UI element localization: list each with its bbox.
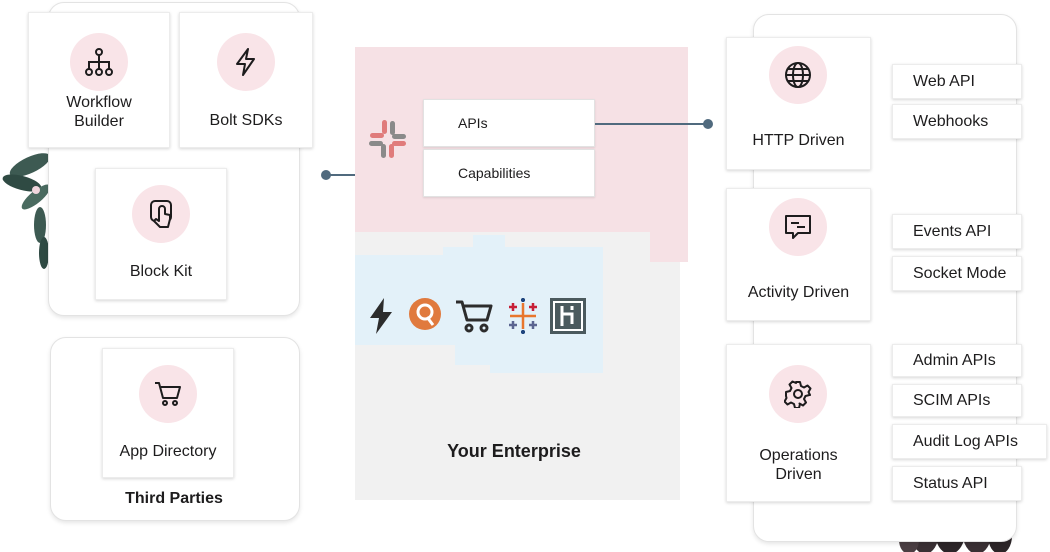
connector-line-right: [595, 123, 707, 125]
globe-icon: [784, 61, 812, 89]
operations-driven-card[interactable]: Operations Driven: [726, 344, 871, 502]
third-parties-label: Third Parties: [125, 490, 223, 507]
bolt-sdks-card[interactable]: Bolt SDKs: [179, 12, 313, 148]
gear-icon: [784, 380, 812, 408]
message-icon-circle: [769, 198, 827, 256]
http-driven-label: HTTP Driven: [752, 132, 845, 149]
scim-apis-pill[interactable]: SCIM APIs: [892, 384, 1022, 417]
activity-driven-label: Activity Driven: [747, 284, 850, 301]
right-pink-column: [640, 232, 688, 392]
slack-platform-panel: [355, 47, 688, 247]
workflow-icon-circle: [70, 33, 128, 91]
lightning-icon: [233, 47, 259, 77]
enterprise-tools-area: [355, 225, 615, 385]
cart-icon: [153, 380, 183, 408]
socket-mode-pill[interactable]: Socket Mode: [892, 256, 1022, 291]
activity-driven-card[interactable]: Activity Driven: [726, 188, 871, 321]
cart-icon-circle: [139, 365, 197, 423]
events-api-pill[interactable]: Events API: [892, 214, 1022, 249]
bolt-sdks-label: Bolt SDKs: [209, 112, 283, 129]
apis-box[interactable]: APIs: [423, 99, 595, 147]
status-api-pill[interactable]: Status API: [892, 466, 1022, 501]
foliage-left-decoration: [0, 145, 60, 275]
search-logo: [405, 296, 445, 336]
lightning-icon-circle: [217, 33, 275, 91]
admin-apis-pill[interactable]: Admin APIs: [892, 344, 1022, 377]
app-directory-label: App Directory: [119, 443, 217, 460]
http-driven-card[interactable]: HTTP Driven: [726, 37, 871, 170]
app-directory-card[interactable]: App Directory: [102, 348, 234, 478]
globe-icon-circle: [769, 46, 827, 104]
connector-dot-right: [703, 119, 713, 129]
touch-icon: [148, 199, 174, 229]
touch-icon-circle: [132, 185, 190, 243]
heroku-logo: [548, 296, 588, 336]
block-kit-label: Block Kit: [129, 263, 193, 280]
workflow-icon: [84, 47, 114, 77]
tableau-logo: [504, 297, 542, 335]
webhooks-pill[interactable]: Webhooks: [892, 104, 1022, 139]
message-icon: [783, 213, 813, 241]
capabilities-box[interactable]: Capabilities: [423, 149, 595, 197]
store-logo: [454, 298, 494, 334]
block-kit-card[interactable]: Block Kit: [95, 168, 227, 300]
your-enterprise-label: Your Enterprise: [447, 441, 581, 461]
zap-logo: [366, 296, 396, 336]
audit-log-apis-pill[interactable]: Audit Log APIs: [892, 424, 1047, 459]
web-api-pill[interactable]: Web API: [892, 64, 1022, 99]
operations-driven-label: Operations Driven: [759, 447, 838, 483]
slack-logo: [366, 117, 410, 161]
gear-icon-circle: [769, 365, 827, 423]
workflow-builder-card[interactable]: Workflow Builder: [28, 12, 170, 148]
workflow-builder-label: Workflow Builder: [66, 94, 132, 130]
